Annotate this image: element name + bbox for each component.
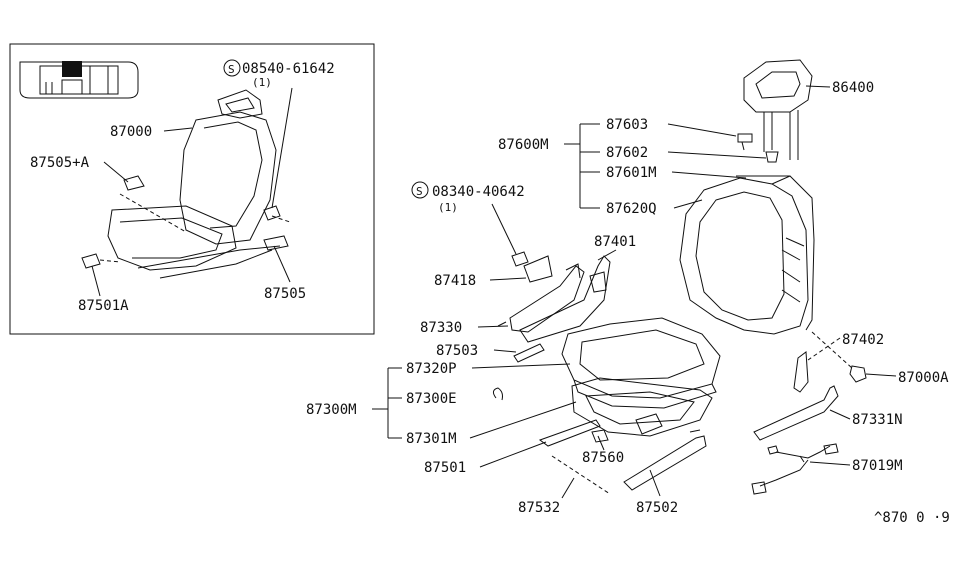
label-86400: 86400: [832, 80, 874, 96]
recliner-drawing: [509, 255, 611, 343]
harness-87019m-drawing: [751, 443, 839, 495]
label-87418: 87418: [434, 273, 476, 289]
screw2-symbol-icon: [411, 181, 429, 199]
label-87501a: 87501A: [78, 298, 129, 314]
label-screw-qty: (1): [252, 76, 272, 89]
label-87620q: 87620Q: [606, 201, 657, 217]
label-87502: 87502: [636, 500, 678, 516]
label-87600m: 87600M: [498, 137, 549, 153]
inset-panel: S 08540-61642 (1) 87000 87505+A: [9, 43, 375, 335]
label-87320p: 87320P: [406, 361, 457, 377]
clip-87300e-icon: [492, 387, 503, 401]
seat-position-marker-icon: [62, 61, 82, 77]
bar-icon: [513, 343, 545, 363]
knob-icon: [123, 175, 145, 191]
knob-87000a-icon: [849, 365, 867, 383]
screw2-icon: [511, 251, 529, 267]
label-08340-40642: 08340-40642: [432, 184, 525, 200]
label-87301m: 87301M: [406, 431, 457, 447]
figure-code: ^870 0 ·9: [874, 510, 950, 526]
label-87000: 87000: [110, 124, 152, 140]
label-87330: 87330: [420, 320, 462, 336]
label-87560: 87560: [582, 450, 624, 466]
screw-icon: [263, 205, 281, 221]
headrest-drawing: [743, 59, 813, 160]
inset-screw-callout: S 08540-61642 (1): [223, 59, 335, 209]
seat-back-drawing: [679, 175, 815, 335]
label-87401: 87401: [594, 234, 636, 250]
label-87331n: 87331N: [852, 412, 903, 428]
label-87300m: 87300M: [306, 402, 357, 418]
label-screw2-qty: (1): [438, 201, 458, 214]
label-08540-61642: 08540-61642: [242, 61, 335, 77]
label-87505: 87505: [264, 286, 306, 302]
headrest-guide-drawing: [737, 133, 779, 163]
label-87503: 87503: [436, 343, 478, 359]
label-87603: 87603: [606, 117, 648, 133]
label-87501: 87501: [424, 460, 466, 476]
slide-rail-drawing: [538, 419, 707, 491]
screw-symbol: S: [228, 63, 235, 76]
label-87402: 87402: [842, 332, 884, 348]
seat-cushion-drawing: [561, 317, 721, 409]
screw2-symbol: S: [416, 185, 423, 198]
label-87601m: 87601M: [606, 165, 657, 181]
label-87602: 87602: [606, 145, 648, 161]
clip-icon: [81, 253, 101, 269]
car-location-icon: [19, 61, 139, 99]
inset-border: [9, 43, 375, 335]
label-87505-a: 87505+A: [30, 155, 90, 171]
label-87000a: 87000A: [898, 370, 949, 386]
label-87532: 87532: [518, 500, 560, 516]
inset-seat-drawing: [81, 89, 291, 279]
cover-icon: [263, 235, 289, 251]
screw-symbol-icon: [223, 59, 241, 77]
label-87019m: 87019M: [852, 458, 903, 474]
rail-87331n-icon: [753, 385, 839, 441]
bracket-87402-icon: [793, 351, 809, 393]
label-87300e: 87300E: [406, 391, 457, 407]
